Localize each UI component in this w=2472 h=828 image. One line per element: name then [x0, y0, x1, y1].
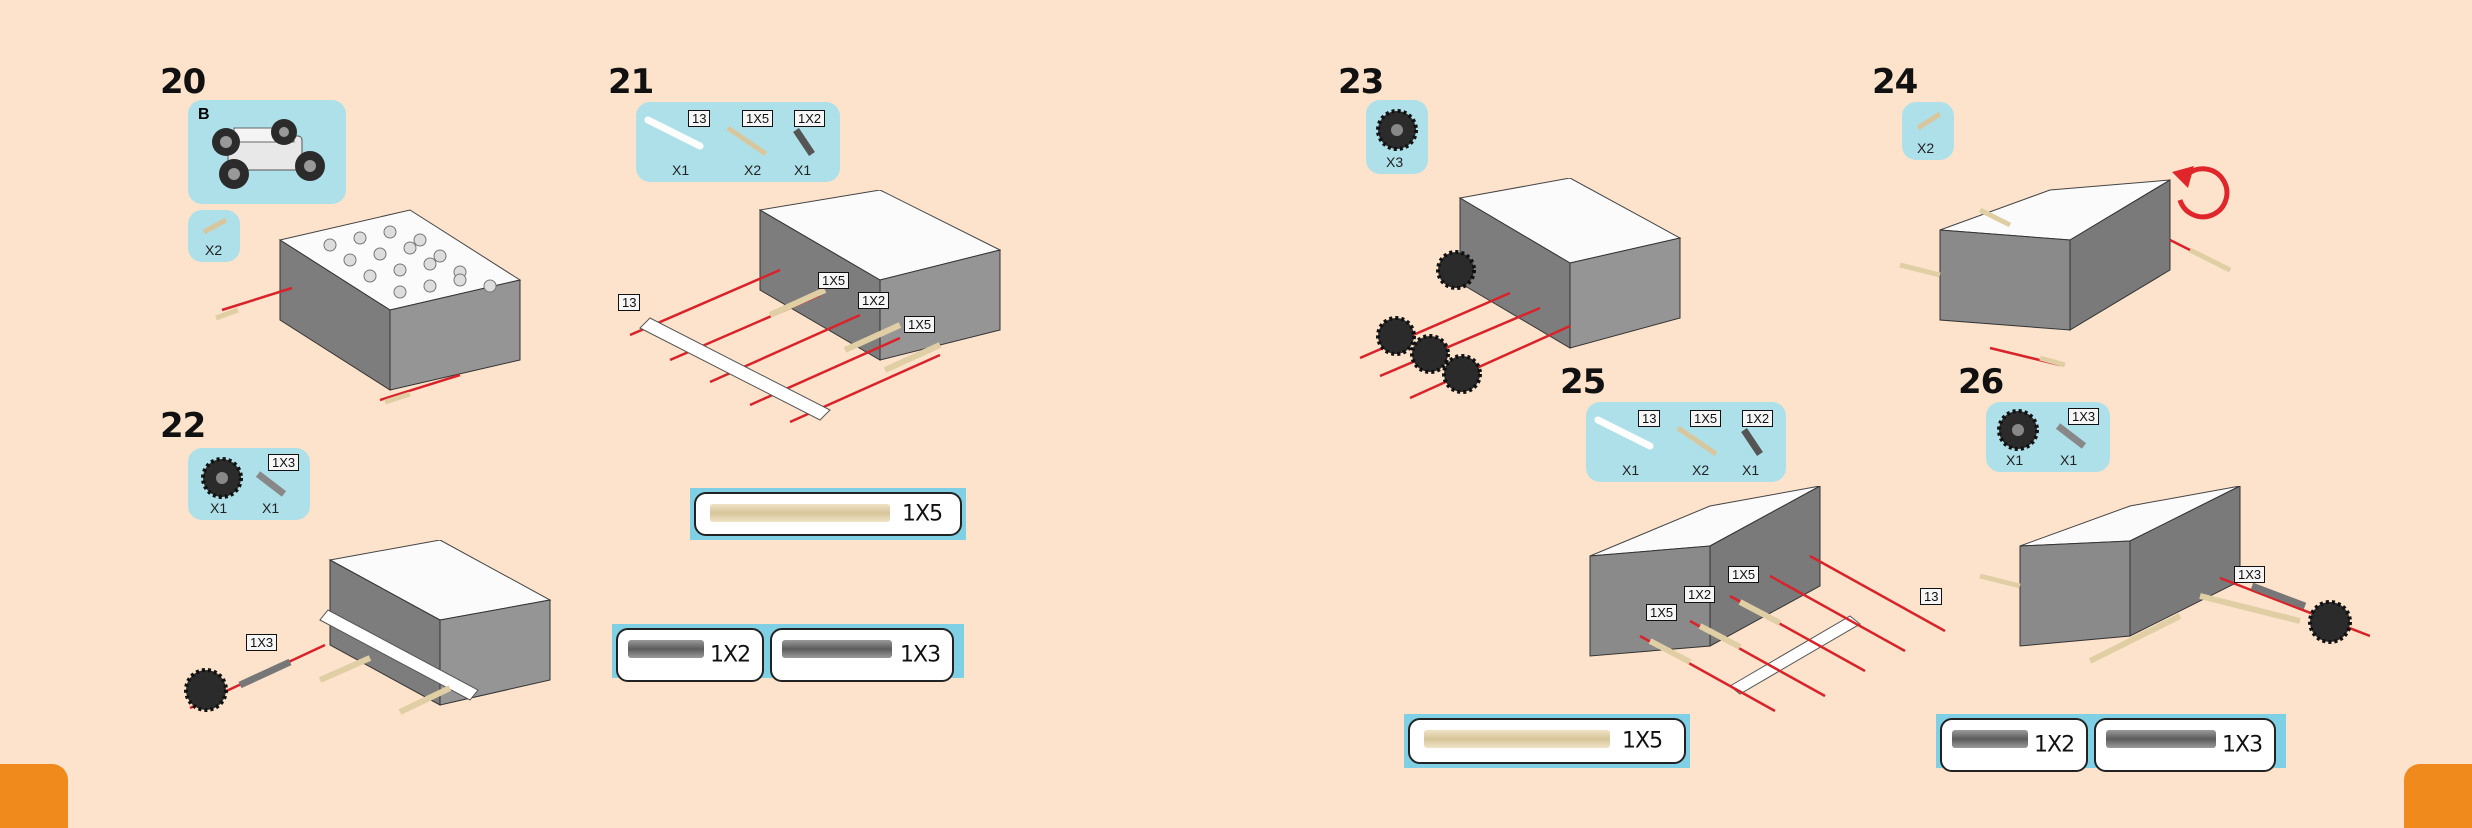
step-22-assembly: 1X3: [170, 540, 560, 740]
brick-assembly-image: [1890, 170, 2240, 380]
step-number-20: 20: [160, 62, 205, 102]
part-qty: X2: [1917, 140, 1934, 156]
gear-icon: [200, 456, 244, 500]
brick-assembly-image: [620, 190, 1010, 430]
ruler-label: 1X2: [710, 643, 750, 668]
callout-label: 1X5: [818, 272, 849, 289]
ruler-label: 1X3: [900, 643, 940, 668]
gear-icon: [1375, 108, 1419, 152]
part-label: 13: [688, 110, 710, 127]
axle-icon: [1674, 422, 1724, 458]
part-qty: X1: [210, 500, 227, 516]
step-24-assembly: [1890, 170, 2240, 380]
part-qty: X1: [1742, 462, 1759, 478]
step-number-25: 25: [1560, 362, 1605, 402]
beam-icon: [710, 504, 890, 522]
part-label: 1X5: [742, 110, 773, 127]
ruler-label: 1X5: [902, 502, 942, 527]
gear-icon: [1996, 408, 2040, 452]
part-qty: X1: [794, 162, 811, 178]
part-qty: X3: [1386, 154, 1403, 170]
callout-label: 13: [618, 294, 640, 311]
beam-icon: [782, 640, 892, 658]
step-25-parts-box: 13 X1 1X5 X2 1X2 X1: [1586, 402, 1786, 482]
beam-icon: [628, 640, 704, 658]
ruler-label: 1X5: [1622, 729, 1662, 754]
axle-icon: [1738, 426, 1768, 462]
axle-icon: [790, 126, 820, 162]
page-corner-left: [0, 764, 68, 828]
brick-assembly-image: [1970, 486, 2370, 686]
part-qty: X2: [1692, 462, 1709, 478]
part-label: 1X5: [1690, 410, 1721, 427]
brick-assembly-image: [1550, 486, 1950, 726]
part-label: 13: [1638, 410, 1660, 427]
callout-label: 1X5: [904, 316, 935, 333]
brick-assembly-image: [210, 200, 540, 410]
ruler-label: 1X3: [2222, 733, 2262, 758]
step-number-23: 23: [1338, 62, 1383, 102]
step-20-reference-box: B: [188, 100, 346, 204]
part-qty: X2: [744, 162, 761, 178]
axle-icon: [1914, 110, 1944, 132]
ruler-1x2-1x3: 1X2 1X3: [612, 624, 964, 678]
part-qty: X1: [1622, 462, 1639, 478]
step-26-assembly: 1X3: [1970, 486, 2370, 686]
callout-label: 1X3: [2234, 566, 2265, 583]
part-label: 1X2: [1742, 410, 1773, 427]
beam-icon: [1424, 730, 1610, 748]
step-22-parts-box: X1 1X3 X1: [188, 448, 310, 520]
beam-icon: [1952, 730, 2028, 748]
callout-label: 1X2: [1684, 586, 1715, 603]
ruler-1x2-1x3: 1X2 1X3: [1936, 714, 2286, 768]
ruler-label: 1X2: [2034, 733, 2074, 758]
step-21-parts-box: 13 X1 1X5 X2 1X2 X1: [636, 102, 840, 182]
page-corner-right: [2404, 764, 2472, 828]
callout-label: 1X5: [1728, 566, 1759, 583]
part-qty: X1: [2060, 452, 2077, 468]
callout-label: 1X3: [246, 634, 277, 651]
step-24-parts-box: X2: [1902, 102, 1954, 160]
part-label: 1X3: [268, 454, 299, 471]
beam-icon: [2106, 730, 2216, 748]
axle-icon: [724, 122, 774, 158]
step-26-parts-box: X1 1X3 X1: [1986, 402, 2110, 472]
ruler-1x5: 1X5: [1404, 714, 1690, 768]
step-25-assembly: 1X5 1X2 1X5 13: [1550, 486, 1950, 726]
part-qty: X1: [262, 500, 279, 516]
step-number-24: 24: [1872, 62, 1917, 102]
axle-icon: [254, 470, 290, 500]
step-number-21: 21: [608, 62, 653, 102]
step-21-assembly: 13 1X5 1X2 1X5: [620, 190, 1010, 430]
part-label: 1X3: [2068, 408, 2099, 425]
part-qty: X1: [672, 162, 689, 178]
ruler-1x5: 1X5: [690, 488, 966, 540]
step-20-assembly: [210, 200, 540, 410]
step-23-assembly: [1350, 178, 1690, 418]
step-23-parts-box: X3: [1366, 100, 1428, 174]
brick-assembly-image: [1350, 178, 1690, 418]
axle-icon: [2054, 422, 2090, 452]
callout-label: 13: [1920, 588, 1942, 605]
brick-assembly-image: [170, 540, 560, 740]
step-number-26: 26: [1958, 362, 2003, 402]
callout-label: 1X2: [858, 292, 889, 309]
vehicle-icon: [198, 108, 338, 198]
part-qty: X1: [2006, 452, 2023, 468]
callout-label: 1X5: [1646, 604, 1677, 621]
step-number-22: 22: [160, 406, 205, 446]
part-label: 1X2: [794, 110, 825, 127]
